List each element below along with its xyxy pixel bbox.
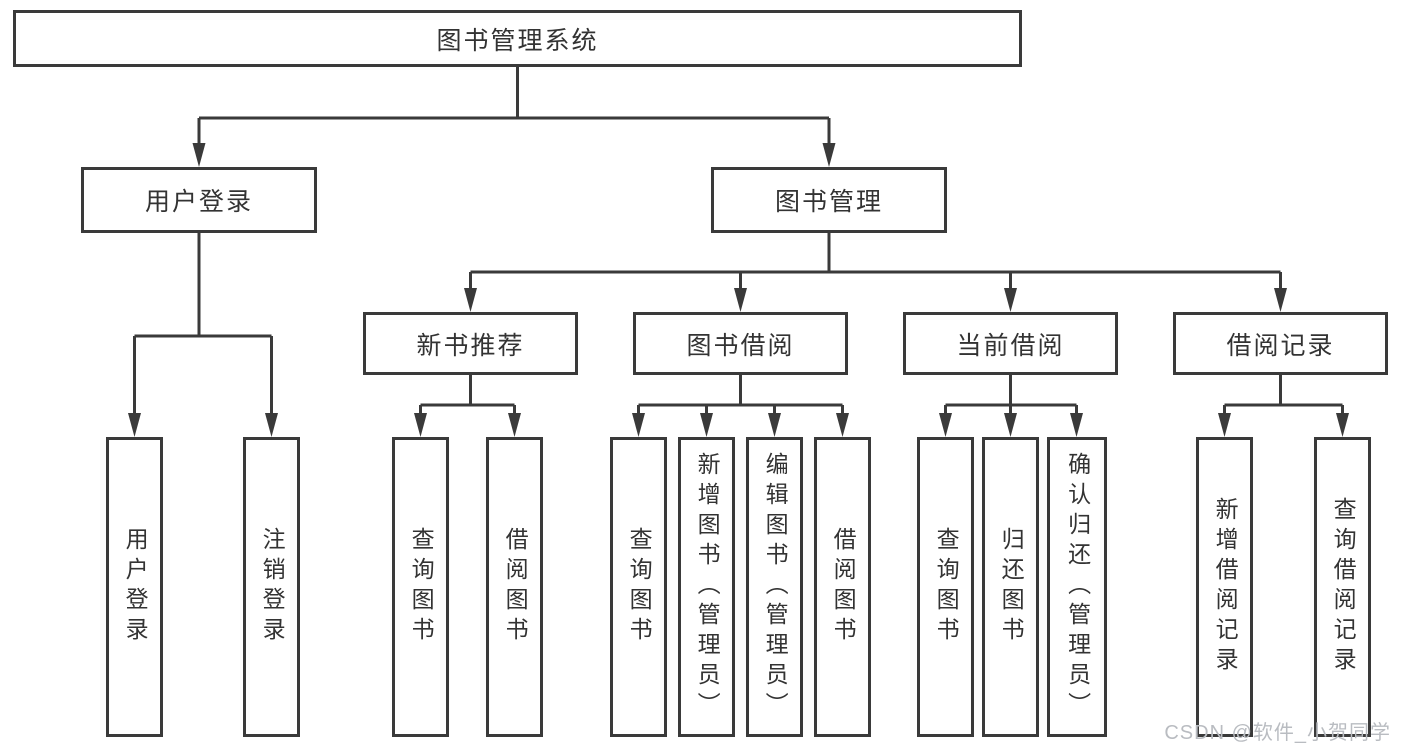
node-book-borrow: 图书借阅 — [633, 312, 848, 375]
leaf-query-book-recommend-label: 查询图书 — [408, 527, 435, 647]
leaf-return-book-label: 归还图书 — [998, 527, 1025, 647]
leaf-confirm-return-admin-label: 确认归还（管理员） — [1064, 452, 1091, 722]
node-book-management: 图书管理 — [711, 167, 947, 233]
leaf-query-book-borrow: 查询图书 — [610, 437, 667, 737]
leaf-logout-label: 注销登录 — [259, 527, 286, 647]
leaf-edit-book-admin-label: 编辑图书（管理员） — [762, 452, 789, 722]
leaf-confirm-return-admin: 确认归还（管理员） — [1047, 437, 1107, 737]
leaf-query-book-current: 查询图书 — [917, 437, 974, 737]
node-current-borrow: 当前借阅 — [903, 312, 1118, 375]
leaf-query-book-recommend: 查询图书 — [392, 437, 449, 737]
leaf-query-borrow-record-label: 查询借阅记录 — [1330, 497, 1357, 677]
leaf-user-login: 用户登录 — [106, 437, 163, 737]
arrowhead-icons — [128, 143, 1349, 437]
leaf-logout: 注销登录 — [243, 437, 300, 737]
leaf-add-borrow-record: 新增借阅记录 — [1196, 437, 1253, 737]
leaf-borrow-book-recommend-label: 借阅图书 — [502, 527, 529, 647]
leaf-add-book-admin-label: 新增图书（管理员） — [694, 452, 721, 722]
node-root: 图书管理系统 — [13, 10, 1022, 67]
node-user-login: 用户登录 — [81, 167, 317, 233]
node-new-book-recommend: 新书推荐 — [363, 312, 578, 375]
leaf-borrow-book-label: 借阅图书 — [830, 527, 857, 647]
leaf-query-book-borrow-label: 查询图书 — [626, 527, 653, 647]
leaf-borrow-book-recommend: 借阅图书 — [486, 437, 543, 737]
node-borrow-record: 借阅记录 — [1173, 312, 1388, 375]
leaf-add-book-admin: 新增图书（管理员） — [678, 437, 735, 737]
leaf-add-borrow-record-label: 新增借阅记录 — [1212, 497, 1239, 677]
leaf-query-borrow-record: 查询借阅记录 — [1314, 437, 1371, 737]
leaf-user-login-label: 用户登录 — [122, 527, 149, 647]
leaf-return-book: 归还图书 — [982, 437, 1039, 737]
leaf-edit-book-admin: 编辑图书（管理员） — [746, 437, 803, 737]
watermark: CSDN @软件_小贺同学 — [1164, 722, 1391, 744]
leaf-query-book-current-label: 查询图书 — [933, 527, 960, 647]
leaf-borrow-book: 借阅图书 — [814, 437, 871, 737]
